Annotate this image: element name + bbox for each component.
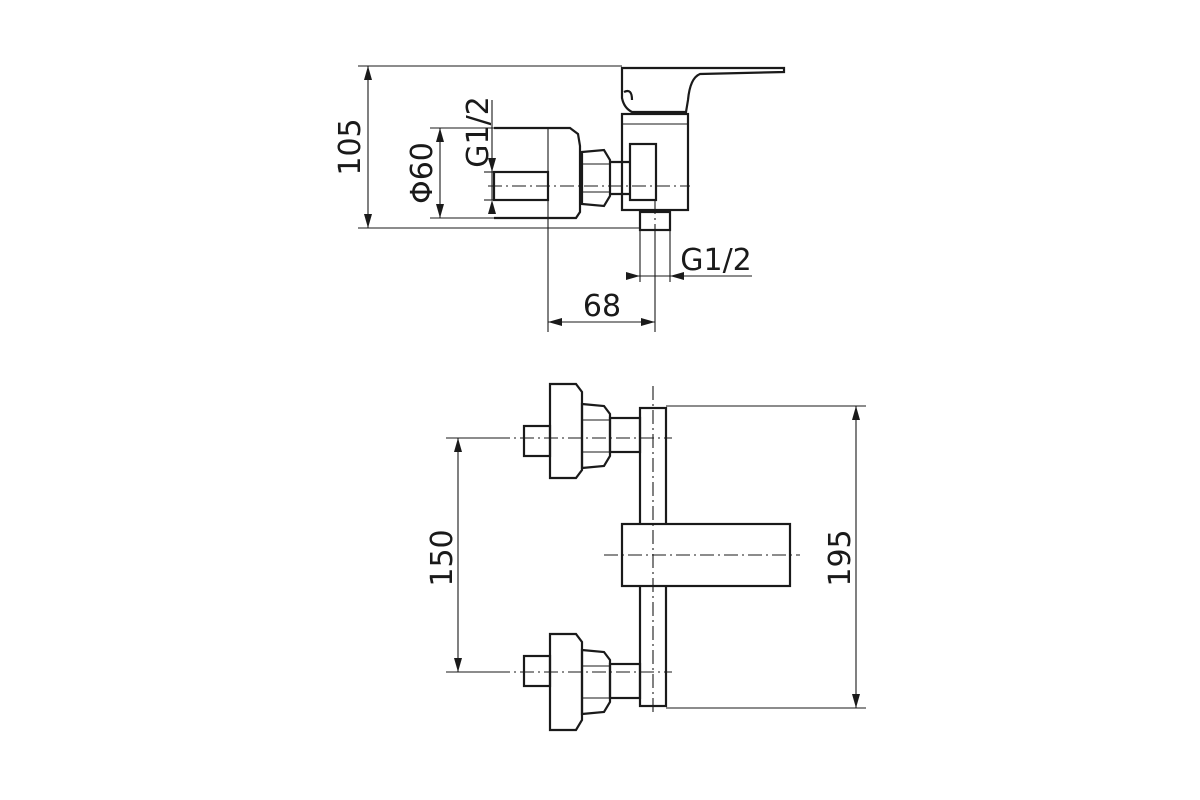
side-lever-handle <box>620 66 786 114</box>
front-view: 150 195 <box>425 382 866 732</box>
dim-105-arrow-bottom <box>364 214 372 228</box>
dim-68-label: 68 <box>583 289 621 324</box>
side-union-nut <box>580 148 612 208</box>
dim-195-arrow-bottom <box>852 694 860 708</box>
dim-60-arrow-top <box>436 128 444 142</box>
dim-150-label: 150 <box>425 529 460 586</box>
dim-g12-side-label: G1/2 <box>461 96 496 168</box>
front-bottom-wall-cover <box>548 632 584 732</box>
front-top-connector <box>608 416 642 454</box>
side-lever-curve <box>623 89 634 101</box>
side-connector-block <box>628 142 658 202</box>
dim-105-arrow-top <box>364 66 372 80</box>
dim-150-arrow-bottom <box>454 658 462 672</box>
front-bottom-union-nut <box>580 648 612 716</box>
side-wall-cover <box>494 126 582 220</box>
dim-150-arrow-top <box>454 438 462 452</box>
side-view: 105 Φ60 G1/2 G1/2 68 <box>333 65 786 332</box>
front-bottom-connector <box>608 662 642 700</box>
front-bottom-inlet-thread <box>522 654 552 688</box>
dim-68-arrow-right <box>641 318 655 326</box>
dim-195-arrow-top <box>852 406 860 420</box>
dim-195-label: 195 <box>823 529 858 586</box>
dim-g12-side-arrow-top <box>488 158 496 172</box>
front-top-union-nut <box>580 402 612 470</box>
dim-g12-bottom-label: G1/2 <box>680 243 752 278</box>
front-top-inlet-thread <box>522 424 552 458</box>
dim-g12-bottom-arrow-left <box>626 272 640 280</box>
dim-g12-side-arrow-bottom <box>488 200 496 214</box>
dim-g12-bottom-arrow-right <box>670 272 684 280</box>
dim-60-arrow-bottom <box>436 204 444 218</box>
front-top-wall-cover <box>548 382 584 480</box>
dim-105-label: 105 <box>333 118 368 175</box>
dim-68-arrow-left <box>548 318 562 326</box>
dim-60-label: Φ60 <box>405 142 440 204</box>
